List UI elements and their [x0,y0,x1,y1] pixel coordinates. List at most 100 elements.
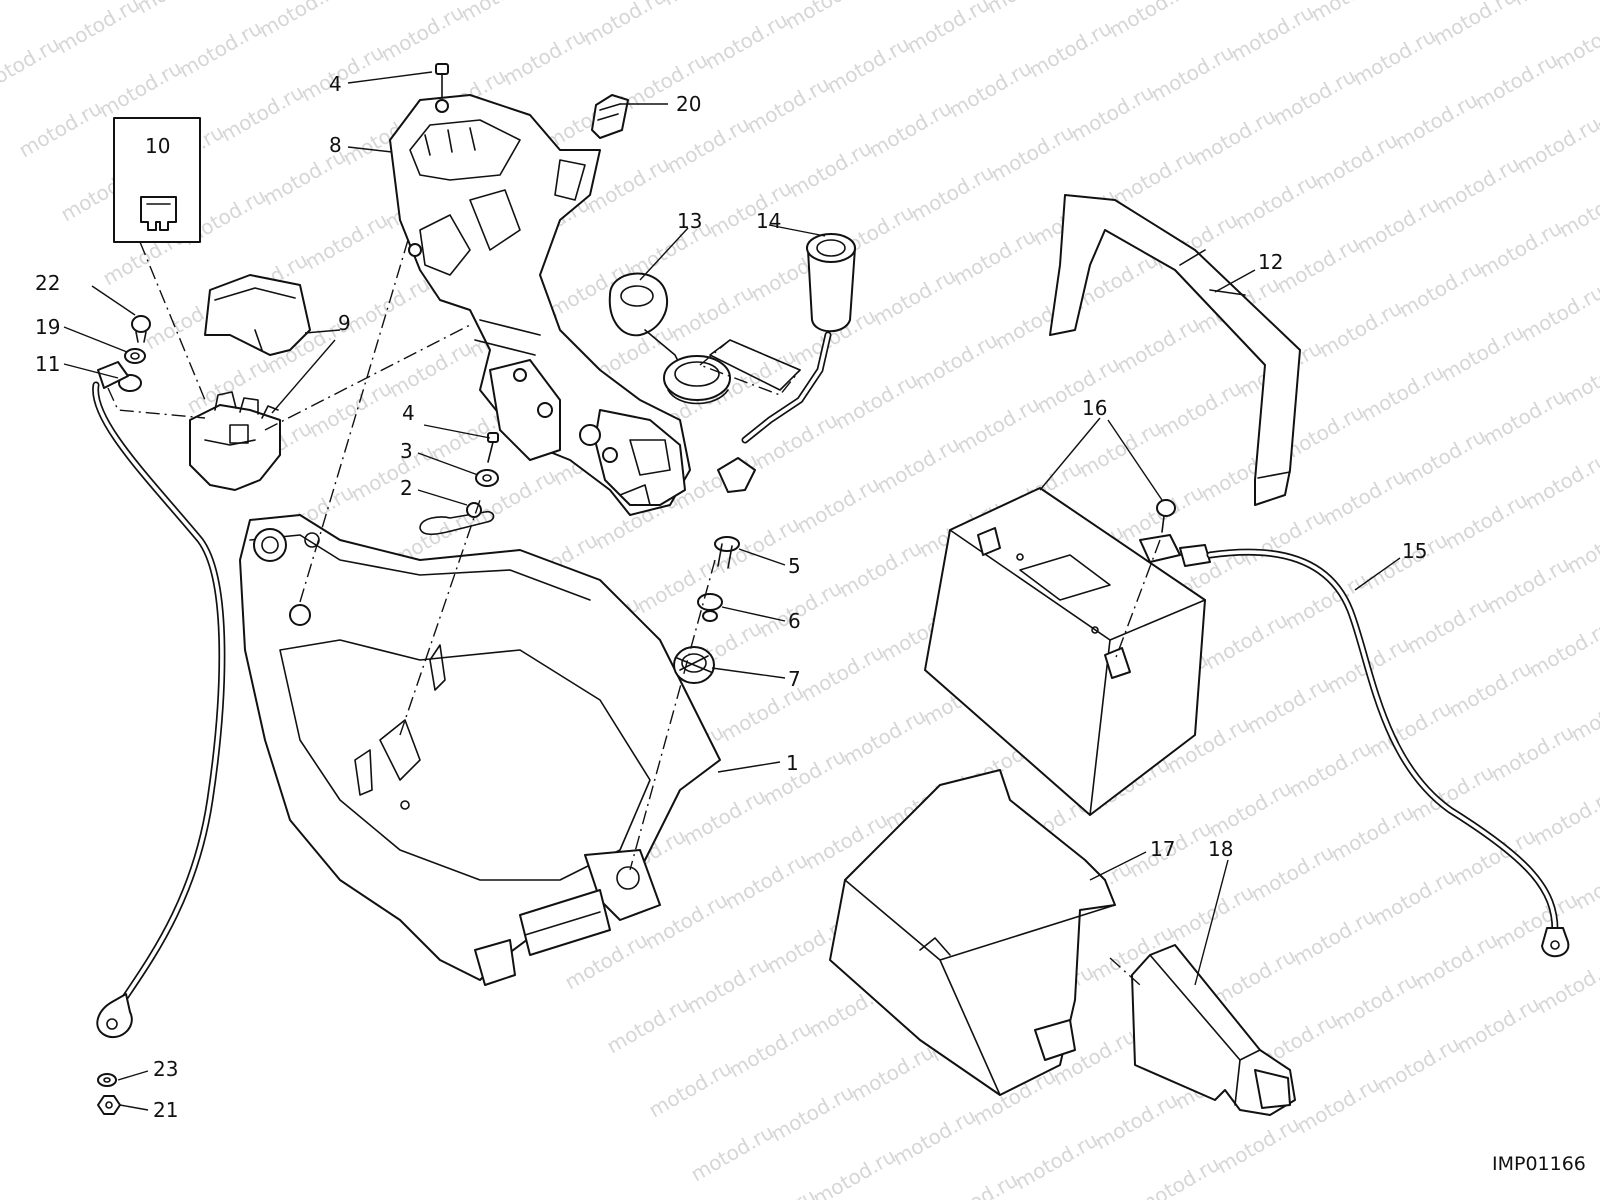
watermark-text: motod.ru [1319,464,1410,531]
watermark-text: motod.ru [1369,864,1460,931]
watermark-text: motod.ru [1239,504,1330,571]
watermark-text: motod.ru [1391,88,1482,155]
watermark-text: motod.ru [1395,256,1486,323]
callout-4b: 4 [402,401,415,425]
watermark-text: motod.ru [1471,48,1562,115]
watermark-text: motod.ru [217,80,308,147]
part-1-battery-tray [239,514,721,986]
watermark-text: motod.ru [903,0,994,58]
watermark-text: motod.ru [1509,0,1600,10]
watermark-text: motod.ru [785,136,876,203]
watermark-text: motod.ru [931,1168,1022,1200]
watermark-text: motod.ru [679,784,770,851]
part-15-battery-cable [1139,534,1570,957]
watermark-text: motod.ru [1559,344,1600,411]
part-18-control-module [1131,944,1296,1116]
watermark-text: motod.ru [1521,448,1600,515]
part-7-grommet [673,646,715,684]
watermark-text: motod.ru [1231,168,1322,235]
part-5-screw [714,536,740,569]
part-20-connector [591,94,629,139]
watermark-text: motod.ru [869,264,960,331]
watermark-text: motod.ru [1205,776,1296,843]
watermark-text: motod.ru [687,1120,778,1187]
callout-16: 16 [1082,396,1107,420]
watermark-text: motod.ru [809,1144,900,1200]
watermark-text: motod.ru [1227,0,1318,66]
callout-23: 23 [153,1057,178,1081]
part-17-battery-box [829,769,1116,1096]
watermark-text: motod.ru [907,160,998,227]
watermark-text: motod.ru [1315,296,1406,363]
watermark-text: motod.ru [1105,0,1196,42]
watermark-text: motod.ru [1353,192,1444,259]
watermark-text: motod.ru [1053,1192,1144,1200]
callout-9: 9 [338,311,351,335]
part-21-nut [97,1095,121,1115]
part-16-battery [924,487,1206,816]
watermark-text: motod.ru [1445,656,1536,723]
watermark-text: motod.ru [1399,424,1490,491]
part-9-relay-cover [204,274,311,356]
watermark-text: motod.ru [663,112,754,179]
watermark-text: motod.ru [1475,216,1566,283]
part-11-cable-terminal [97,361,142,392]
watermark-text: motod.ru [793,472,884,539]
watermark-text: motod.ru [1529,784,1600,851]
watermark-text: motod.ru [335,0,426,2]
watermark-text: motod.ru [1133,1152,1224,1200]
watermark-text: motod.ru [297,40,388,107]
watermark-text: motod.ru [1563,512,1600,579]
watermark-text: motod.ru [1293,1072,1384,1139]
watermark-text: motod.ru [983,0,1074,18]
part-11-ground-cable [92,381,226,1039]
watermark-text: motod.ru [1357,360,1448,427]
watermark-text: motod.ru [751,408,842,475]
part-22-bolt [131,315,151,343]
watermark-text: motod.ru [1167,880,1258,947]
watermark-text: motod.ru [1517,280,1600,347]
part-19-washer [124,348,146,364]
watermark-text: motod.ru [1109,144,1200,211]
callout-10: 10 [145,134,170,158]
watermark-text: motod.ru [1247,840,1338,907]
watermark-text: motod.ru [1113,312,1204,379]
watermark-text: motod.ru [953,392,1044,459]
watermark-text: motod.ru [1429,0,1520,50]
watermark-text: motod.ru [667,280,758,347]
callout-17: 17 [1150,837,1175,861]
watermark-text: motod.ru [1285,736,1376,803]
callout-labels: 1 2 3 4 4 5 6 7 8 9 10 11 12 13 14 15 16… [35,72,1427,1122]
watermark-text: motod.ru [1331,968,1422,1035]
watermark-text: motod.ru [1513,112,1600,179]
callout-3: 3 [400,439,413,463]
watermark-text: motod.ru [1449,824,1540,891]
watermark-text: motod.ru [659,0,750,10]
watermark-text: motod.ru [15,96,106,163]
watermark-text: motod.ru [1437,320,1528,387]
watermark-text: motod.ru [865,96,956,163]
part-8-upper-bracket [389,94,691,516]
watermark-text: motod.ru [987,120,1078,187]
watermark-text: motod.ru [457,0,548,26]
watermark-text: motod.ru [835,536,926,603]
callout-1: 1 [786,751,799,775]
watermark-text: motod.ru [1311,128,1402,195]
watermark-text: motod.ru [1011,1128,1102,1195]
watermark-text: motod.ru [1479,384,1570,451]
watermark-text: motod.ru [1075,416,1166,483]
watermark-text: motod.ru [1091,1088,1182,1155]
watermark-text: motod.ru [1349,24,1440,91]
watermark-text: motod.ru [579,0,670,50]
watermark-text: motod.ru [839,704,930,771]
watermark-text: motod.ru [873,432,964,499]
watermark-text: motod.ru [759,744,850,811]
watermark-text: motod.ru [1525,616,1600,683]
watermark-text: motod.ru [781,0,872,34]
watermark-text: motod.ru [823,32,914,99]
watermark-text: motod.ru [1067,80,1158,147]
callout-18: 18 [1208,837,1233,861]
watermark-text: motod.ru [499,24,590,91]
watermark-text: motod.ru [797,640,888,707]
part-9-relay [189,391,281,491]
